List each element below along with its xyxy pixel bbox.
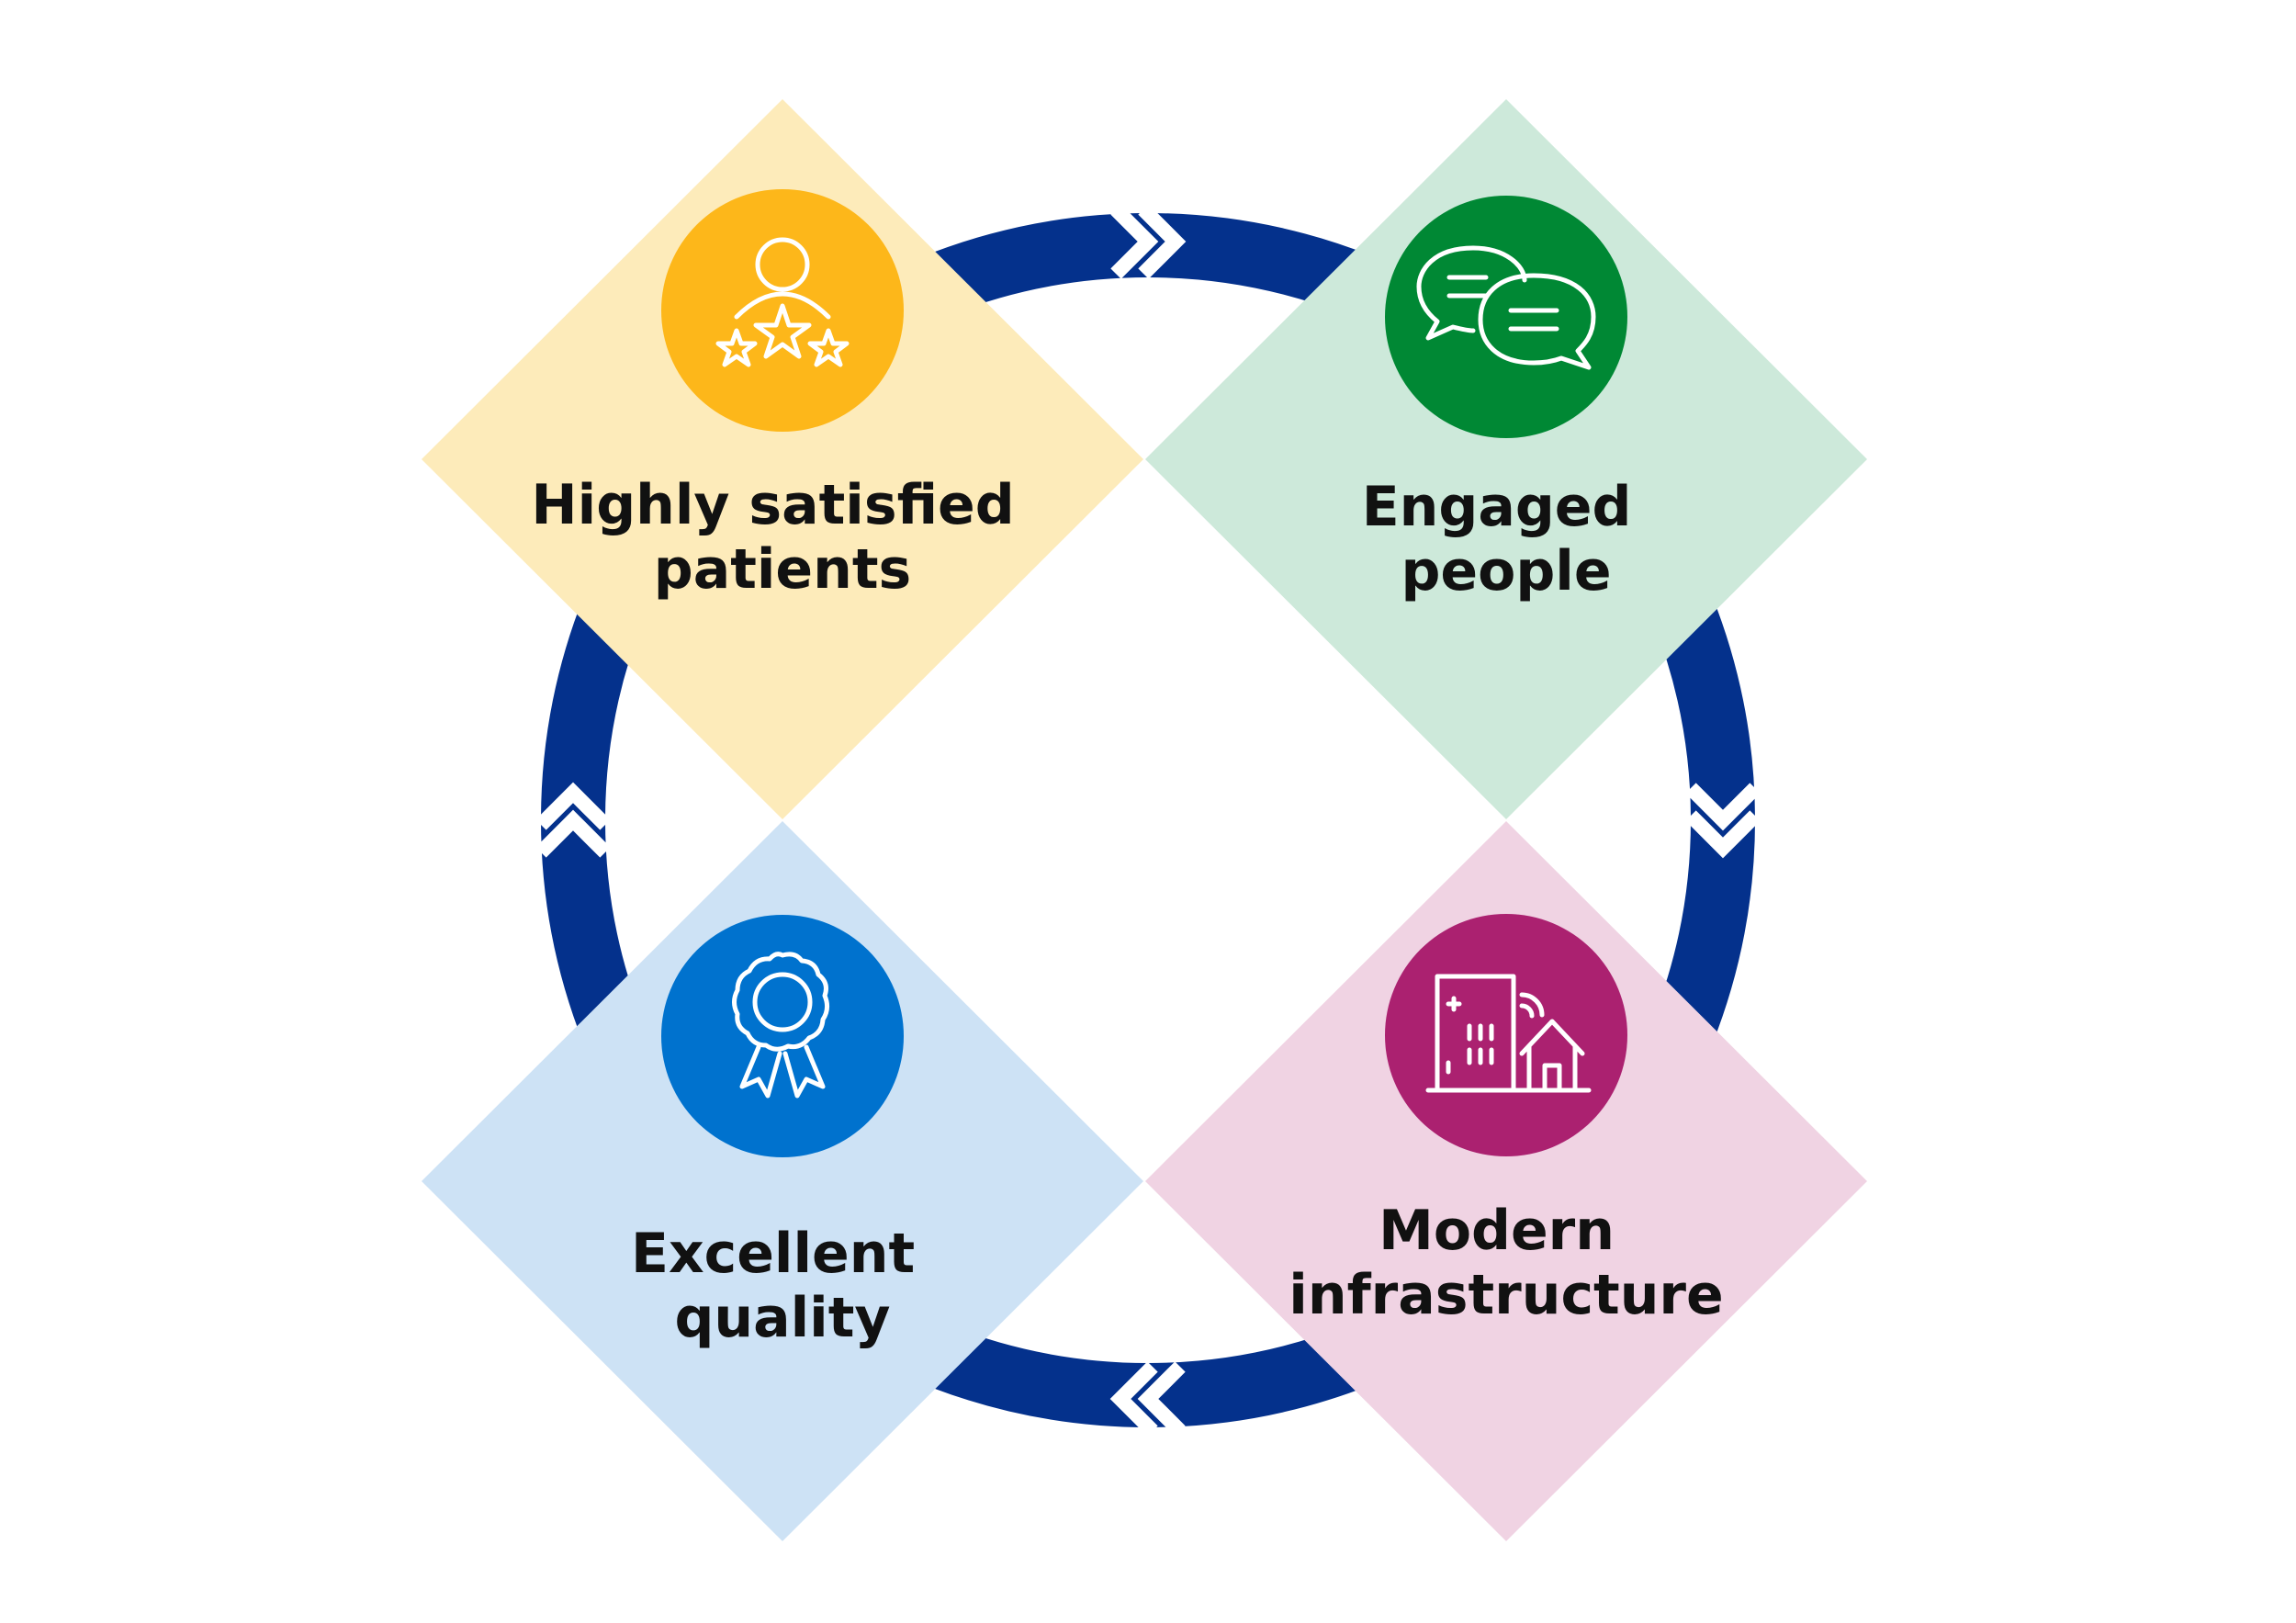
quadrant-people-label-line-1: Engaged (1362, 475, 1632, 539)
award-ribbon-icon (732, 952, 830, 1099)
cycle-arrow-bottom (1109, 1361, 1186, 1437)
quadrant-quality-label-line-2: quality (674, 1286, 890, 1350)
quadrant-infrastructure-tile (1145, 821, 1867, 1541)
quadrant-patients: Highly satisfied patients (422, 99, 1143, 819)
quadrant-infrastructure-label-line-2: infrastructure (1289, 1263, 1723, 1327)
cycle-ring (535, 204, 1761, 1437)
quadrant-infrastructure-label: Modern infrastructure (1289, 1199, 1723, 1327)
quadrant-infrastructure: Modern infrastructure (1145, 821, 1867, 1541)
quadrant-patients-label-line-1: Highly satisfied (531, 473, 1014, 537)
quadrant-quality: Excellent quality (422, 821, 1143, 1541)
cycle-arrow-right (1685, 783, 1761, 859)
quadrant-people-label-line-2: people (1401, 539, 1611, 603)
cycle-arrow-left (535, 782, 611, 858)
chat-bubbles-icon (1416, 245, 1596, 370)
quadrant-people-label: Engaged people (1362, 475, 1651, 603)
cycle-arrow-top (1110, 204, 1187, 279)
quadrant-people-tile (1145, 99, 1867, 819)
quadrant-quality-label: Excellent quality (631, 1222, 934, 1350)
quadrant-patients-tile (422, 99, 1143, 819)
quadrant-people: Engaged people (1145, 99, 1867, 819)
quadrant-quality-tile (422, 821, 1143, 1541)
quadrant-infrastructure-label-line-1: Modern (1379, 1199, 1615, 1263)
quadrant-patients-label-line-2: patients (654, 537, 912, 602)
quadrant-infrastructure-icon-circle (1385, 914, 1627, 1156)
quadrant-quality-icon-circle (661, 915, 904, 1157)
quadrant-quality-label-line-1: Excellent (631, 1222, 915, 1286)
building-and-house-icon (1425, 974, 1592, 1093)
quadrant-people-icon-circle (1385, 196, 1627, 438)
quadrant-patients-label: Highly satisfied patients (531, 473, 1033, 602)
person-with-stars-icon (715, 237, 850, 367)
